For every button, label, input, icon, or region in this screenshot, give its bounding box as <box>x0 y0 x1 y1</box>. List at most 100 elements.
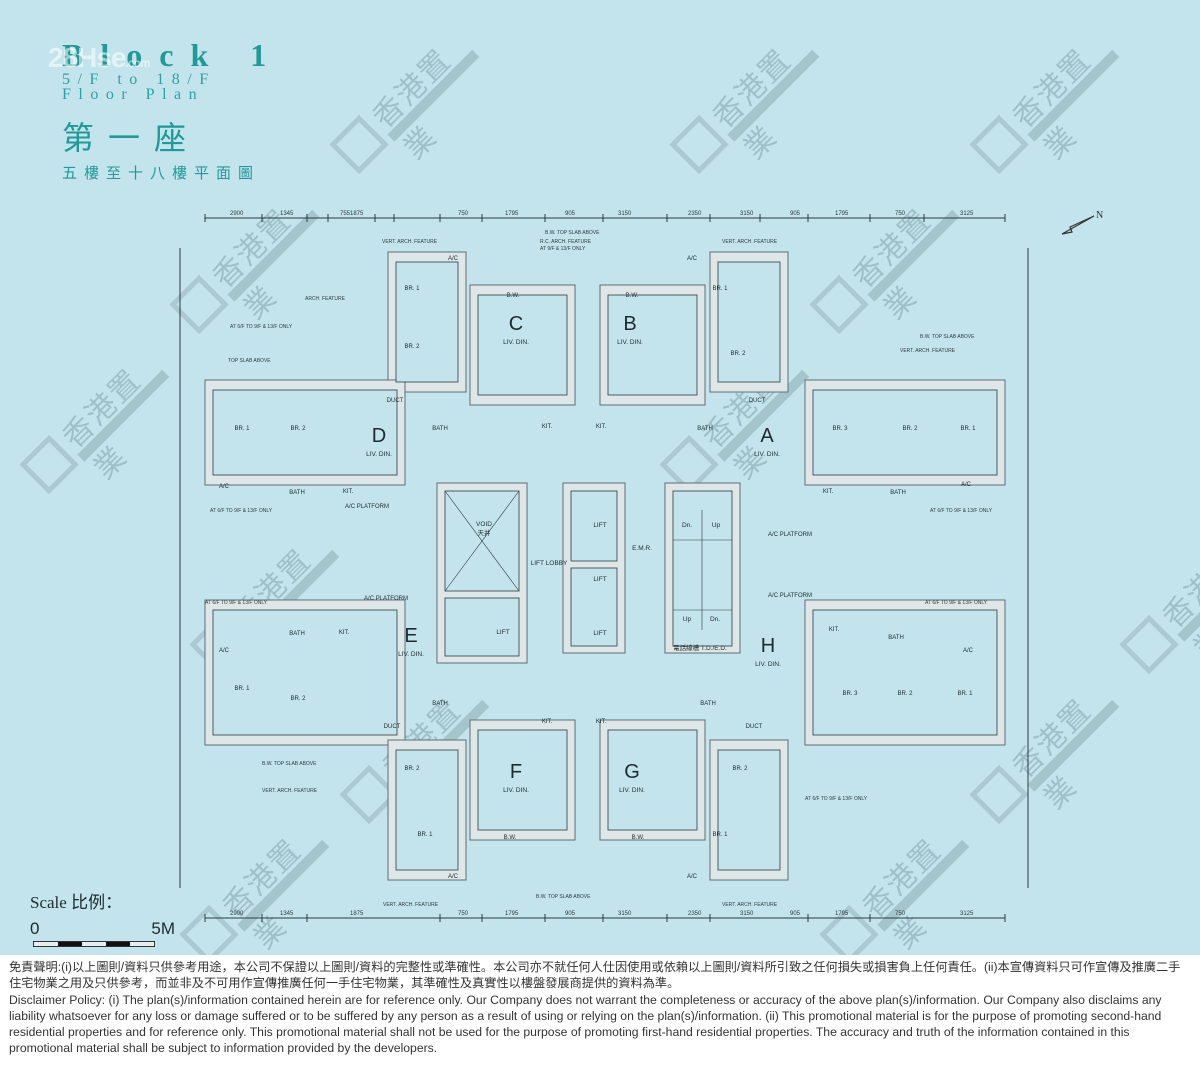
svg-text:3125: 3125 <box>960 211 974 217</box>
svg-text:VOID: VOID <box>476 521 492 528</box>
svg-text:750: 750 <box>458 911 469 917</box>
svg-text:AT 6/F TO 9/F & 13/F ONLY: AT 6/F TO 9/F & 13/F ONLY <box>205 600 268 606</box>
svg-text:BATH: BATH <box>289 631 305 637</box>
svg-text:BATH: BATH <box>432 701 448 707</box>
svg-text:KIT.: KIT. <box>596 424 607 430</box>
svg-text:1875: 1875 <box>350 911 364 917</box>
svg-text:AT 6/F TO 9/F & 13/F ONLY: AT 6/F TO 9/F & 13/F ONLY <box>230 324 293 330</box>
lift-car <box>444 597 520 657</box>
svg-text:G: G <box>624 761 640 783</box>
svg-text:755: 755 <box>340 211 351 217</box>
svg-text:750: 750 <box>458 211 469 217</box>
svg-text:LIV. DIN.: LIV. DIN. <box>619 787 645 794</box>
svg-text:R.C. ARCH. FEATURE: R.C. ARCH. FEATURE <box>540 239 592 245</box>
floor-plan-drawing: 2900 1345 755 1875 750 1795 905 3150 2350 3150 905… <box>179 211 1029 922</box>
svg-text:DUCT: DUCT <box>384 724 401 730</box>
floor-plan-label-en: Floor Plan <box>62 86 205 103</box>
svg-text:AT 6/F TO 9/F & 13/F ONLY: AT 6/F TO 9/F & 13/F ONLY <box>925 600 988 606</box>
svg-text:A/C: A/C <box>687 256 698 262</box>
scale-bar-legend: Scale 比例： 0 5M <box>30 888 175 947</box>
svg-text:Dn.: Dn. <box>710 616 720 623</box>
svg-text:A: A <box>760 425 774 447</box>
svg-text:DUCT: DUCT <box>746 724 763 730</box>
svg-text:BATH: BATH <box>888 635 904 641</box>
svg-text:KIT.: KIT. <box>339 630 350 636</box>
svg-text:3150: 3150 <box>740 211 754 217</box>
svg-text:905: 905 <box>565 211 576 217</box>
floors-label-zh: 五樓至十八樓平面圖 <box>62 164 261 182</box>
svg-text:BR. 1: BR. 1 <box>712 286 728 292</box>
svg-text:KIT.: KIT. <box>542 424 553 430</box>
svg-text:ARCH. FEATURE: ARCH. FEATURE <box>305 296 346 302</box>
svg-text:A/C: A/C <box>961 482 972 488</box>
svg-text:LIFT: LIFT <box>593 576 606 583</box>
svg-text:H: H <box>761 635 775 657</box>
svg-text:750: 750 <box>895 911 906 917</box>
svg-text:A/C: A/C <box>219 484 230 490</box>
svg-text:A/C: A/C <box>448 256 459 262</box>
svg-text:VERT. ARCH. FEATURE: VERT. ARCH. FEATURE <box>900 348 956 354</box>
scale-label: Scale 比例： <box>30 893 123 912</box>
svg-text:BATH: BATH <box>700 701 716 707</box>
svg-text:BR. 1: BR. 1 <box>417 832 433 838</box>
svg-text:BR. 2: BR. 2 <box>290 426 306 432</box>
svg-text:2900: 2900 <box>230 911 244 917</box>
svg-text:B.W.: B.W. <box>504 835 517 841</box>
svg-text:BR. 2: BR. 2 <box>404 766 420 772</box>
svg-text:B.W. TOP SLAB ABOVE: B.W. TOP SLAB ABOVE <box>262 761 317 767</box>
svg-text:A/C PLATFORM: A/C PLATFORM <box>345 504 389 510</box>
svg-text:B: B <box>623 313 636 335</box>
svg-text:KIT.: KIT. <box>542 719 553 725</box>
svg-text:BR. 3: BR. 3 <box>832 426 848 432</box>
svg-text:LIV. DIN.: LIV. DIN. <box>398 651 424 658</box>
svg-text:905: 905 <box>565 911 576 917</box>
lift-car <box>570 490 618 562</box>
svg-text:1345: 1345 <box>280 211 294 217</box>
svg-text:BR. 1: BR. 1 <box>960 426 976 432</box>
svg-text:TOP SLAB ABOVE: TOP SLAB ABOVE <box>228 358 271 364</box>
disclaimer-en: Disclaimer Policy: (i) The plan(s)/infor… <box>9 992 1162 1056</box>
svg-text:A/C: A/C <box>448 874 459 880</box>
site-watermark: 28Hse.com <box>48 42 151 73</box>
svg-text:B.W.: B.W. <box>626 293 639 299</box>
svg-text:LIFT LOBBY: LIFT LOBBY <box>531 560 568 567</box>
scale-bar <box>33 941 155 947</box>
svg-text:A/C PLATFORM: A/C PLATFORM <box>364 596 408 602</box>
svg-text:BR. 2: BR. 2 <box>902 426 918 432</box>
staircase <box>672 490 733 647</box>
scale-end: 5M <box>151 919 175 938</box>
svg-text:VERT. ARCH. FEATURE: VERT. ARCH. FEATURE <box>262 788 318 794</box>
svg-text:2350: 2350 <box>688 911 702 917</box>
disclaimer: 免責聲明:(i)以上圖則/資料只供參考用途，本公司不保證以上圖則/資料的完整性或… <box>0 955 1200 1073</box>
disclaimer-zh: 免責聲明:(i)以上圖則/資料只供參考用途，本公司不保證以上圖則/資料的完整性或… <box>9 960 1181 991</box>
svg-text:LIV. DIN.: LIV. DIN. <box>755 661 781 668</box>
svg-text:BR. 2: BR. 2 <box>290 696 306 702</box>
svg-text:D: D <box>372 425 386 447</box>
lift-car <box>570 567 618 647</box>
block-title-en: Block 1 <box>62 37 284 73</box>
svg-text:KIT.: KIT. <box>829 627 840 633</box>
north-arrow-icon: N <box>1061 210 1103 235</box>
svg-text:3125: 3125 <box>960 911 974 917</box>
svg-text:2350: 2350 <box>688 211 702 217</box>
svg-text:LIFT: LIFT <box>496 629 509 636</box>
svg-text:B.W. TOP SLAB ABOVE: B.W. TOP SLAB ABOVE <box>920 334 975 340</box>
svg-text:Up: Up <box>683 616 692 623</box>
svg-text:VERT. ARCH. FEATURE: VERT. ARCH. FEATURE <box>722 902 778 908</box>
svg-text:3150: 3150 <box>618 911 632 917</box>
svg-text:F: F <box>510 761 522 783</box>
svg-text:KIT.: KIT. <box>343 489 354 495</box>
svg-text:A/C: A/C <box>963 648 974 654</box>
svg-text:1795: 1795 <box>505 211 519 217</box>
svg-text:N: N <box>1096 210 1103 221</box>
svg-text:750: 750 <box>895 211 906 217</box>
svg-text:天井: 天井 <box>478 528 492 537</box>
svg-text:AT 6/F TO 9/F & 13/F ONLY: AT 6/F TO 9/F & 13/F ONLY <box>930 508 993 514</box>
svg-text:1795: 1795 <box>505 911 519 917</box>
svg-text:Dn.: Dn. <box>682 522 692 529</box>
scale-start: 0 <box>30 919 40 938</box>
svg-text:E.M.R.: E.M.R. <box>632 545 652 552</box>
svg-text:AT 9/F & 13/F ONLY: AT 9/F & 13/F ONLY <box>540 246 586 252</box>
svg-text:B.W.: B.W. <box>507 293 520 299</box>
svg-text:BATH: BATH <box>289 490 305 496</box>
